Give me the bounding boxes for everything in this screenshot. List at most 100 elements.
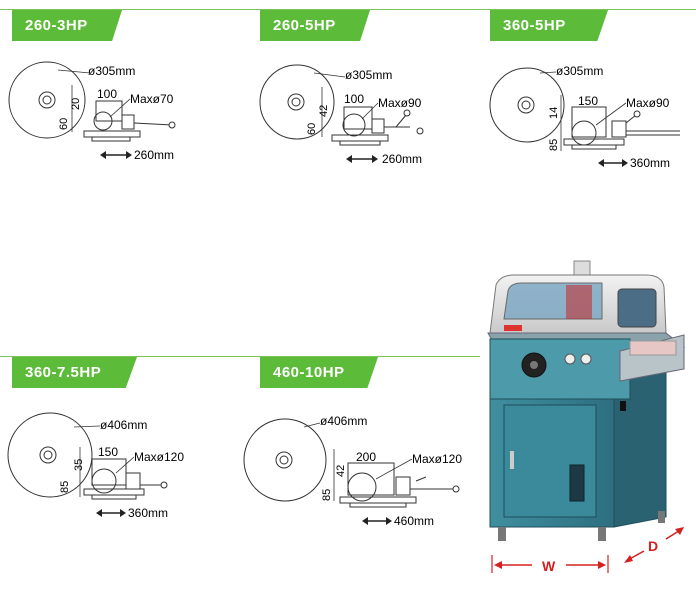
height-left-label: 60 (306, 123, 318, 135)
blade-diameter-label: ø305mm (88, 64, 135, 78)
blade-hub-inner (42, 95, 52, 105)
door-handle (510, 451, 514, 469)
base-foot (91, 136, 131, 142)
dimension-diagram-260-3hp: ø305mm 60 20 100 Maxø70 260mm (8, 61, 176, 162)
blade-circle (489, 67, 565, 143)
clamp-box (347, 462, 395, 496)
stroke-label: 460mm (394, 514, 434, 528)
height-left-label: 60 (58, 118, 70, 130)
w-arrow-left (494, 561, 502, 569)
control-label (504, 325, 522, 331)
blade-circle (7, 412, 93, 498)
blade-leader (303, 422, 321, 428)
model-name: 260-3HP (25, 17, 88, 34)
handle-knob (452, 485, 460, 493)
blade-hub (275, 451, 293, 469)
blade-hub (39, 446, 57, 464)
clamp-box (571, 106, 607, 138)
blade-hub-inner (43, 450, 53, 460)
max-diameter-label: Maxø120 (134, 450, 184, 464)
base-foot (339, 140, 381, 146)
max-diameter-label: Maxø70 (130, 92, 174, 106)
vise-jaw (371, 118, 385, 134)
workpiece-circle (91, 468, 117, 494)
vise-jaw (395, 476, 411, 496)
d-arrow-right (675, 527, 684, 535)
blade-leader (73, 425, 101, 428)
clamp-width-label: 100 (344, 92, 364, 106)
clamp-width-label: 200 (356, 450, 376, 464)
base-plate (83, 130, 141, 138)
clamp-box (91, 458, 127, 486)
machine-illustration: W D (487, 260, 686, 574)
arrow-right-head (622, 159, 628, 167)
blade-diameter-label: ø406mm (320, 414, 367, 428)
blade-leader (57, 69, 91, 74)
blade-diameter-label: ø305mm (556, 64, 603, 78)
arrow-right-head (372, 155, 378, 163)
foot-right (598, 527, 606, 541)
top-rule (0, 9, 696, 10)
model-tag-460-10hp: 460-10HP (260, 357, 378, 388)
blade-hub (517, 96, 535, 114)
control-knob (564, 353, 576, 365)
blade-guard-shield (566, 285, 592, 319)
handle-knob (633, 110, 641, 118)
dimension-diagram-260-5hp: ø305mm 60 42 100 Maxø90 260mm (259, 64, 424, 166)
handle-knob (168, 121, 176, 129)
arrow-right-head (126, 151, 132, 159)
max-leader (361, 102, 379, 120)
clamp-box (95, 100, 123, 122)
width-label: W (542, 558, 556, 574)
workpiece-circle (93, 111, 113, 131)
side-window (617, 288, 657, 328)
side-switch (620, 401, 626, 411)
control-knob-2 (580, 353, 592, 365)
height-right-label: 20 (70, 98, 82, 110)
handle-arm (625, 114, 637, 124)
arrow-right-head (120, 509, 126, 517)
workpiece-circle (571, 120, 597, 146)
blade-diameter-label: ø406mm (100, 418, 147, 432)
arrow-left-head (598, 159, 604, 167)
arrow-right-head (386, 517, 392, 525)
console (489, 338, 631, 400)
workpiece-circle (347, 472, 377, 502)
blade-diameter-label: ø305mm (345, 68, 392, 82)
max-leader (115, 456, 135, 474)
blade-leader (313, 72, 346, 78)
middle-rule (0, 356, 480, 357)
base-plate (339, 496, 417, 504)
tray-items (629, 340, 677, 356)
blade-circle (259, 64, 335, 140)
blade-hub-inner (291, 97, 301, 107)
blade-hub (38, 91, 56, 109)
base-plate (83, 488, 145, 496)
arrow-left-head (362, 517, 368, 525)
max-diameter-label: Maxø90 (626, 96, 670, 110)
handle-knob-lower (416, 127, 424, 135)
workpiece-circle (342, 113, 366, 137)
handle-knob (160, 481, 168, 489)
height-left-label: 85 (321, 489, 333, 501)
stroke-label: 260mm (382, 152, 422, 166)
blade-leader (539, 71, 557, 74)
clamp-width-label: 150 (98, 445, 118, 459)
door-vent (569, 464, 585, 502)
model-name: 260-5HP (273, 17, 336, 34)
stroke-label: 360mm (128, 506, 168, 520)
model-name: 460-10HP (273, 364, 345, 381)
w-arrow-right (598, 561, 606, 569)
handle-bar (133, 122, 173, 126)
base-plate (331, 134, 389, 142)
height-right-label: 14 (548, 107, 560, 119)
blade-hub (287, 93, 305, 111)
arrow-left-head (346, 155, 352, 163)
motor-wheel-center (530, 361, 538, 369)
dimension-diagram-360-5hp: ø305mm 85 14 150 Maxø90 360mm (489, 64, 680, 170)
max-diameter-label: Maxø90 (378, 96, 422, 110)
dimension-diagram-360-7-5hp: ø406mm 85 35 150 Maxø120 360mm (7, 412, 184, 520)
max-diameter-label: Maxø120 (412, 452, 462, 466)
height-left-label: 85 (59, 481, 71, 493)
model-name: 360-7.5HP (25, 364, 102, 381)
